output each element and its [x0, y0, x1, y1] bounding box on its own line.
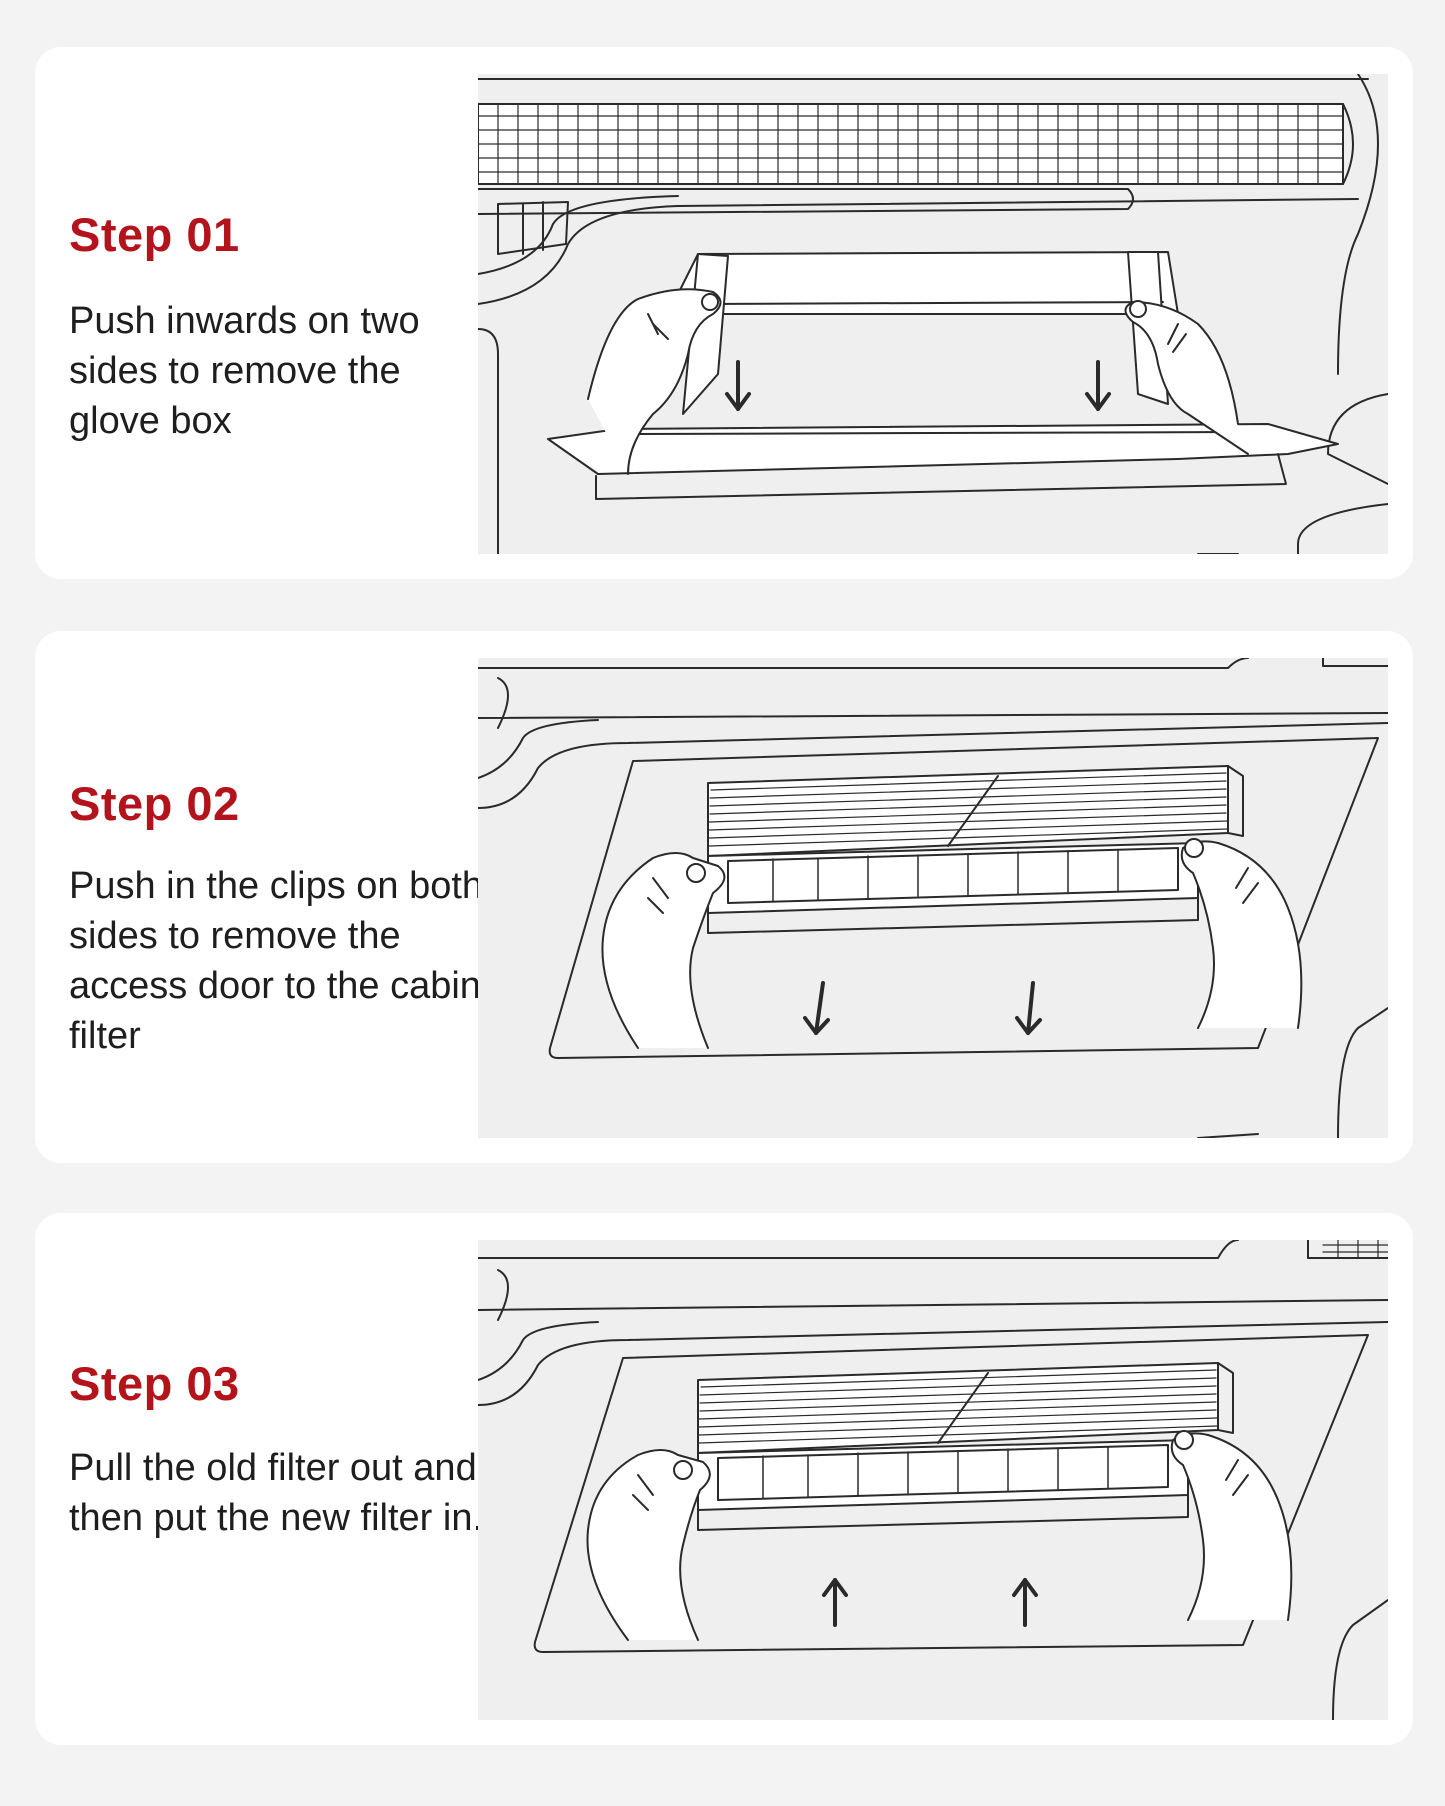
- right-hand-icon: [1126, 301, 1249, 454]
- arrow-down-icon: [1087, 362, 1109, 409]
- step-description-3: Pull the old filter out and then put the…: [69, 1447, 484, 1539]
- right-hand-icon: [1182, 839, 1302, 1028]
- right-hand-icon: [1172, 1431, 1292, 1620]
- step-description-2: Push in the clips on both sides to remov…: [69, 865, 484, 1057]
- arrow-down-icon: [1017, 983, 1040, 1033]
- vent-grille-icon: [478, 104, 1353, 184]
- step-text-2: Step 02 Push in the clips on both sides …: [69, 631, 489, 1163]
- step-card-1: Step 01 Push inwards on two sides to rem…: [35, 47, 1413, 579]
- glove-box-removal-illustration: [478, 74, 1388, 554]
- step-text-1: Step 01 Push inwards on two sides to rem…: [69, 47, 489, 579]
- step-title-3: Step 03: [69, 1357, 240, 1410]
- cabin-filter-icon: [708, 766, 1243, 933]
- arrow-down-icon: [805, 983, 828, 1033]
- step-title-2: Step 02: [69, 777, 240, 830]
- arrow-up-icon: [1014, 1580, 1036, 1625]
- access-door-removal-illustration: [478, 658, 1388, 1138]
- filter-replacement-illustration: [478, 1240, 1388, 1720]
- left-hand-icon: [602, 853, 724, 1048]
- step-text-3: Step 03 Pull the old filter out and then…: [69, 1213, 489, 1745]
- step-description-1: Push inwards on two sides to remove the …: [69, 300, 420, 442]
- arrow-up-icon: [824, 1580, 846, 1625]
- step-card-3: Step 03 Pull the old filter out and then…: [35, 1213, 1413, 1745]
- left-hand-icon: [588, 1450, 710, 1640]
- arrow-down-icon: [727, 362, 749, 409]
- step-title-1: Step 01: [69, 208, 240, 261]
- cabin-filter-icon: [698, 1363, 1233, 1530]
- step-card-2: Step 02 Push in the clips on both sides …: [35, 631, 1413, 1163]
- left-hand-icon: [588, 289, 721, 474]
